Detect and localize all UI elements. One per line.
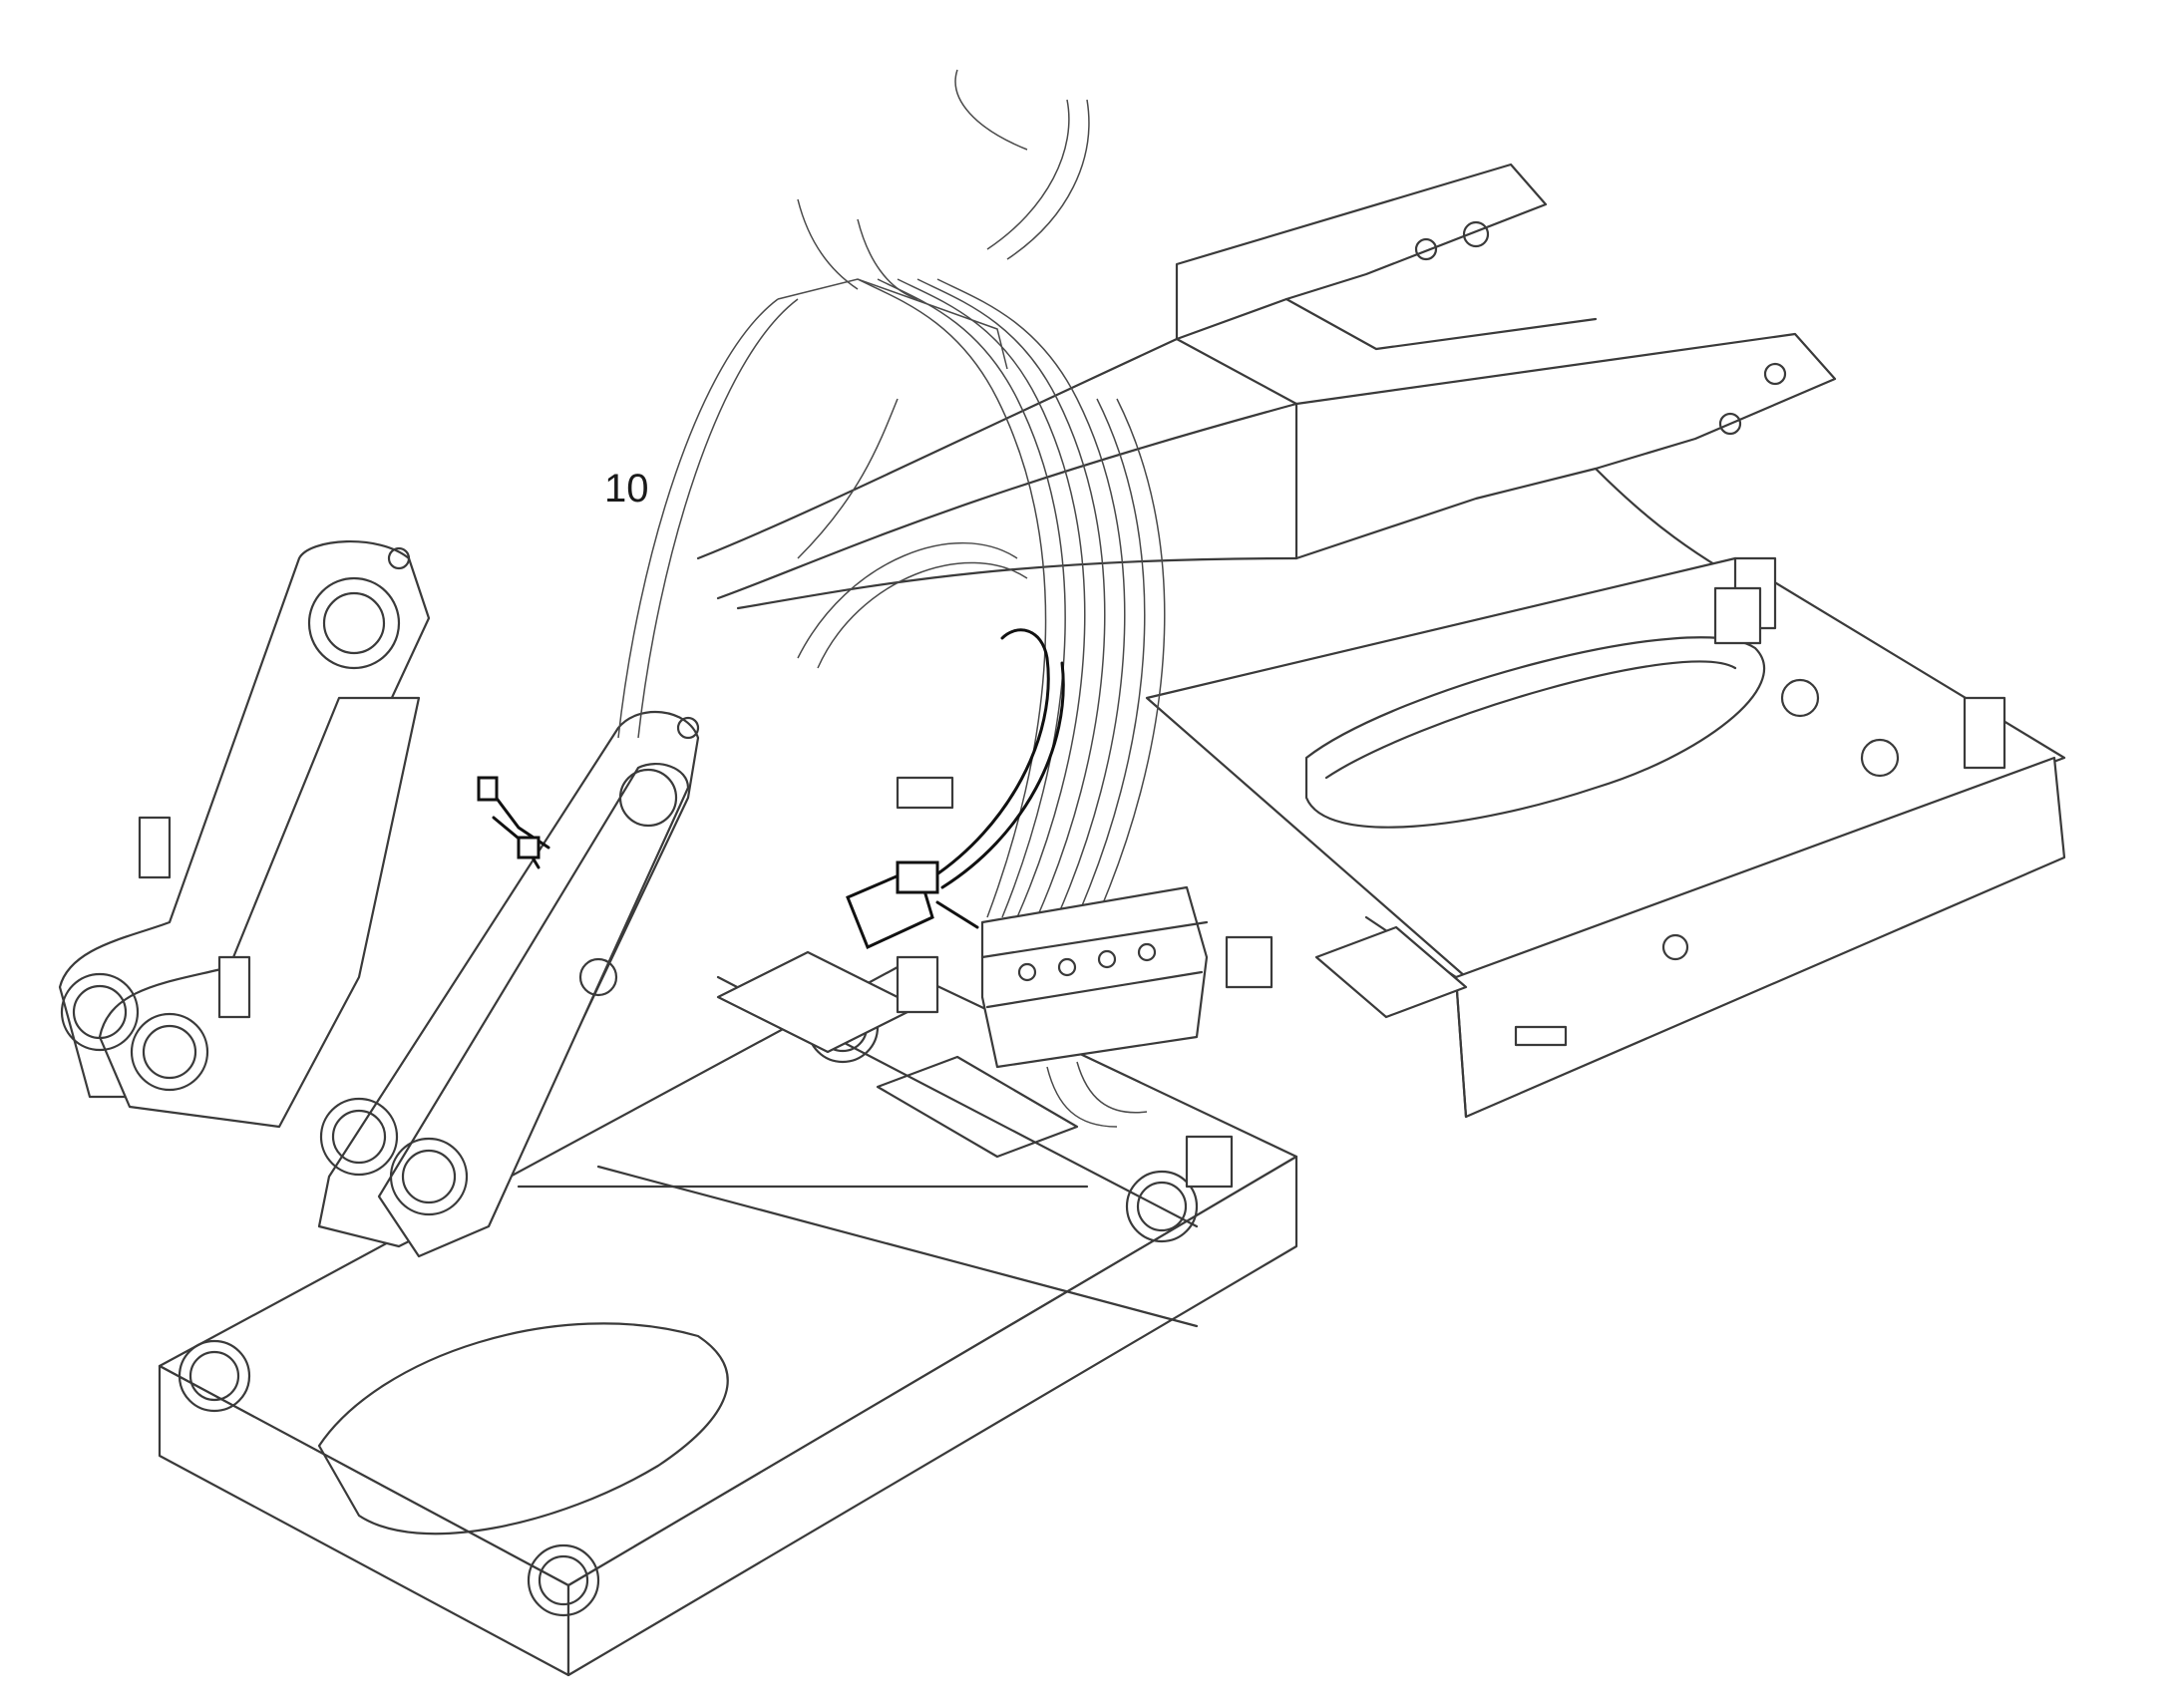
boom-mount [58,540,954,1258]
hose-bundle [617,69,1166,918]
socket-rear-right [1125,1170,1199,1243]
highlighted-parts [477,628,1065,950]
callout-label: 10 [604,467,649,511]
rear-bracket [896,586,1762,1189]
solenoid-valve [846,860,939,950]
sensor-bracket [477,776,550,869]
rear-frame [696,163,2066,1119]
control-valve-block [980,885,1209,1128]
front-platform [158,950,1298,1677]
socket-front-right [527,1543,600,1617]
socket-front-left [178,1339,251,1413]
